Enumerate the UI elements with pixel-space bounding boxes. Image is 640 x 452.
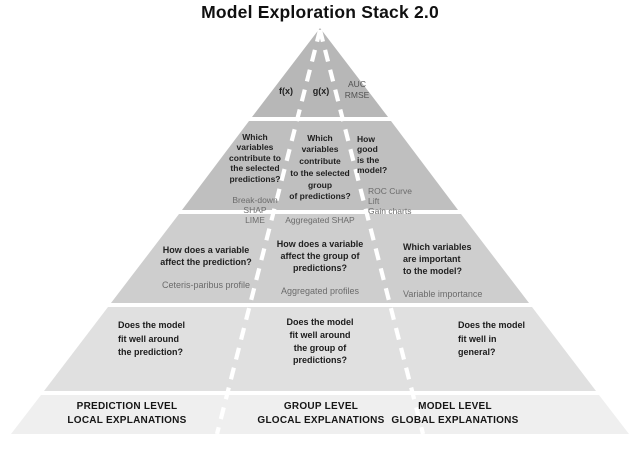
band3-global-question: Which variables are important to the mod… — [403, 241, 472, 277]
pyramid-band-5 — [11, 395, 629, 434]
band2-local-block: Which variables contribute to the select… — [229, 121, 281, 235]
band3-group-question: How does a variable affect the group of … — [276, 238, 364, 274]
lane-divider-right — [317, 29, 426, 435]
band3-group-methods: Aggregated profiles — [280, 285, 360, 296]
pyramid-band-2 — [182, 121, 458, 210]
diagram-title: Model Exploration Stack 2.0 — [201, 2, 439, 22]
footer-global-label: MODEL LEVEL GLOBAL EXPLANATIONS — [391, 401, 519, 426]
pyramid-band-1 — [252, 28, 388, 117]
band2-local-question: Which variables contribute to the select… — [229, 131, 281, 184]
band1-gx-label: g(x) — [312, 86, 330, 96]
band3-local-methods: Ceteris-paribus profile — [161, 279, 251, 290]
band3-global-methods: Variable importance — [403, 288, 483, 299]
lane-divider-left — [214, 29, 323, 435]
band2-global-block: How good is the model? ROC Curve Lift Ga… — [357, 123, 412, 227]
band4-group-question: Does the model fit well around the group… — [286, 317, 354, 366]
band2-global-question: How good is the model? — [357, 133, 388, 176]
band3-local-block: How does a variable affect the predictio… — [160, 233, 252, 301]
band4-global-question: Does the model fit well in general? — [458, 320, 526, 358]
band4-local-question: Does the model fit well around the predi… — [118, 320, 186, 358]
band2-local-methods: Break-down SHAP LIME — [232, 194, 278, 225]
band2-group-block: Which variables contribute to the select… — [285, 122, 354, 236]
band1-metrics-label: AUC RMSE — [344, 79, 370, 100]
footer-group-label: GROUP LEVEL GLOCAL EXPLANATIONS — [257, 401, 385, 426]
band1-fx-label: f(x) — [279, 86, 293, 96]
band2-group-question: Which variables contribute to the select… — [289, 132, 351, 202]
pyramid-band-3 — [111, 214, 529, 303]
band2-group-methods: Aggregated SHAP — [285, 214, 355, 225]
band3-global-block: Which variables are important to the mod… — [403, 230, 482, 311]
band3-local-question: How does a variable affect the predictio… — [160, 244, 252, 267]
band2-global-methods: ROC Curve Lift Gain charts — [368, 186, 412, 216]
footer-local-label: PREDICTION LEVEL LOCAL EXPLANATIONS — [67, 401, 187, 426]
band3-group-block: How does a variable affect the group of … — [277, 227, 364, 308]
pyramid-band-4 — [44, 307, 596, 391]
